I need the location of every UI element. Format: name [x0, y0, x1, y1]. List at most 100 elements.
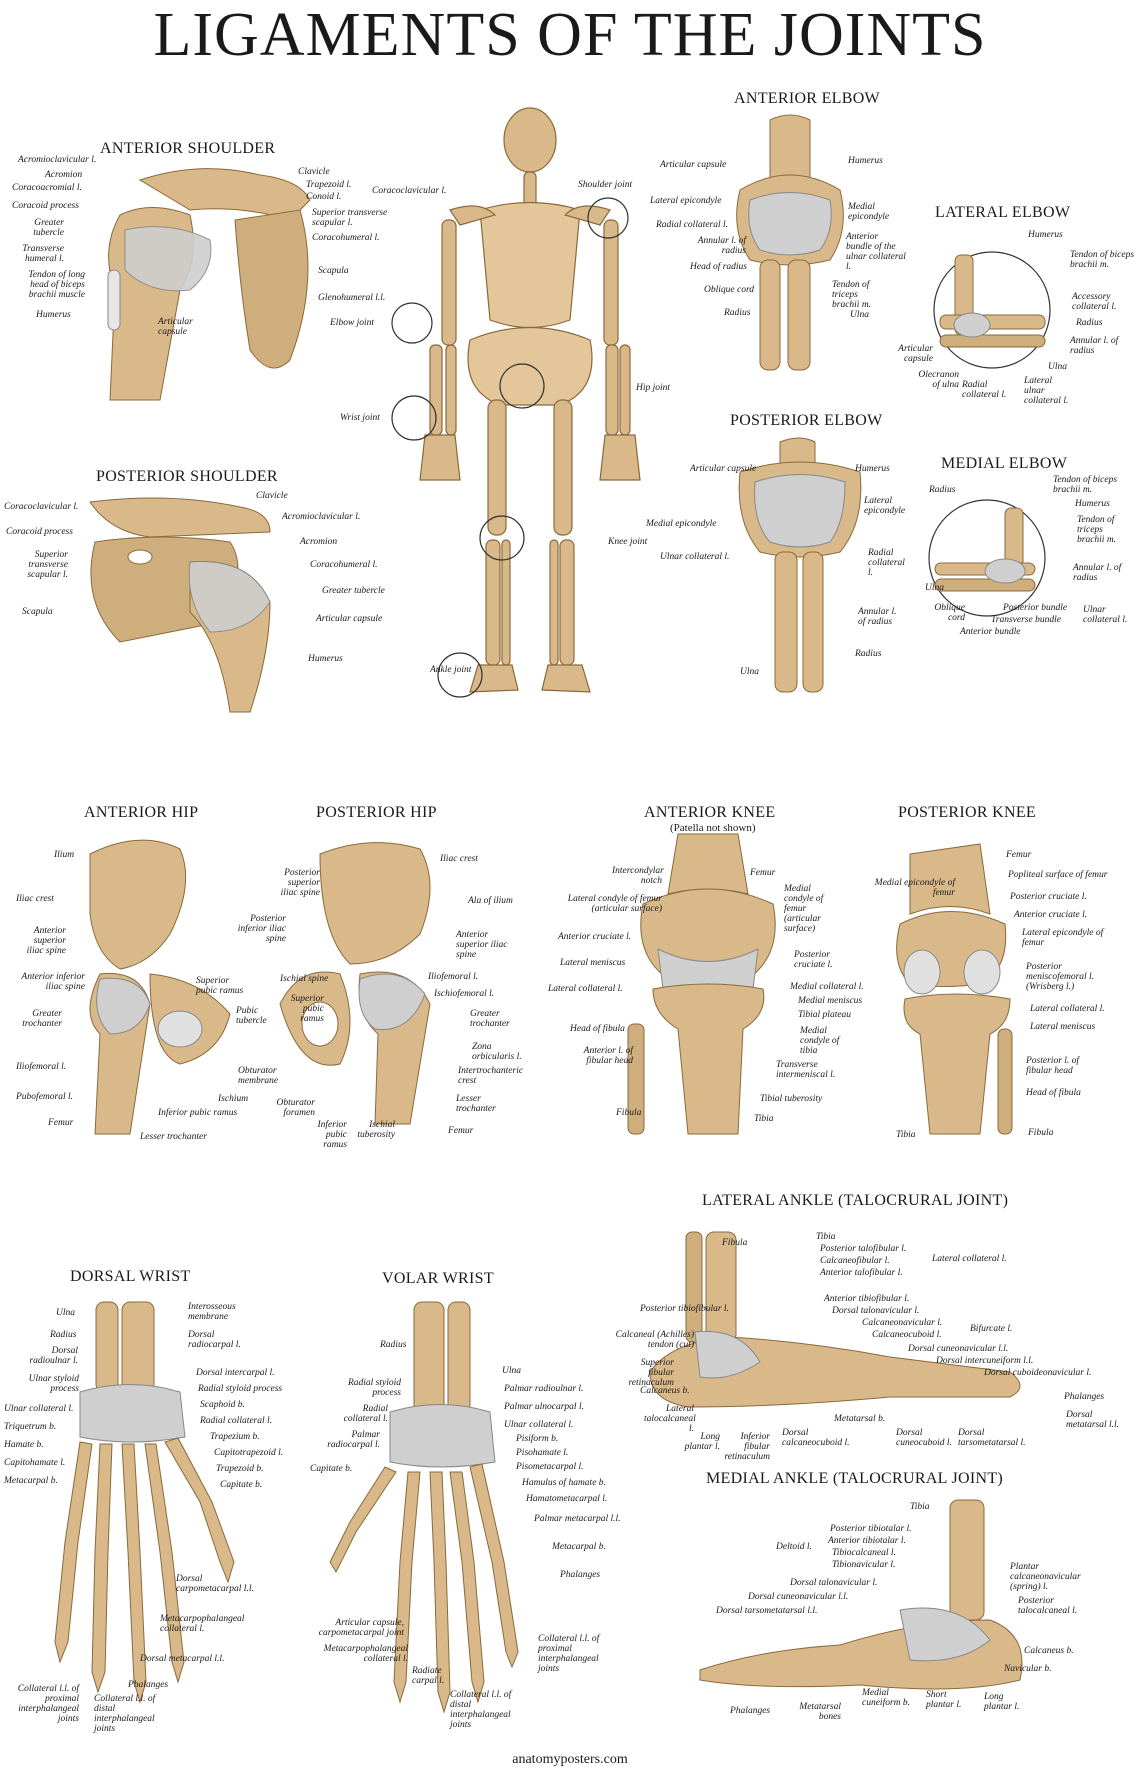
label: Tibionavicular l. [832, 1560, 896, 1570]
label: Dorsal intercuneiform l.l. [936, 1356, 1034, 1366]
label: Radial collateral l. [343, 1404, 388, 1424]
label: Ulnar collateral l. [1083, 605, 1128, 625]
label: Dorsal intercarpal l. [196, 1368, 275, 1378]
skeleton-illustration [391, 107, 641, 698]
label: Coracohumeral l. [310, 560, 378, 570]
label: Metacarpal b. [4, 1476, 58, 1486]
knee-illustration [627, 833, 776, 1135]
panel-title: POSTERIOR ELBOW [730, 412, 883, 429]
label: Bifurcate l. [970, 1324, 1013, 1334]
label: Acromioclavicular l. [18, 155, 97, 165]
label: Dorsal radioulnar l. [29, 1346, 78, 1366]
label: Ulna [740, 667, 759, 677]
label: Posterior talofibular l. [820, 1244, 907, 1254]
label: Superior transverse scapular l. [27, 550, 68, 580]
label: Clavicle [298, 167, 330, 177]
label: Coracoclavicular l. [372, 186, 447, 196]
label: Plantar calcaneonavicular (spring) l. [1010, 1562, 1081, 1592]
label: Radiate carpal l. [412, 1666, 445, 1686]
label: Greater tubercle [322, 586, 385, 596]
label: Ulnar collateral l. [504, 1420, 574, 1430]
label: Popliteal surface of femur [1008, 870, 1108, 880]
label: Tibia [754, 1114, 774, 1124]
label: Zona orbicularis l. [472, 1042, 522, 1062]
label: Phalanges [730, 1706, 771, 1716]
hip-illustration [279, 842, 431, 1125]
label: Lateral collateral l. [548, 984, 623, 994]
label: Anterior inferior iliac spine [21, 972, 85, 992]
label: Metatarsal b. [834, 1414, 886, 1424]
hip-illustration [89, 839, 231, 1135]
label: Pisometacarpal l. [516, 1462, 584, 1472]
label: Anterior superior iliac spine [26, 926, 66, 956]
label: Humerus [308, 654, 343, 664]
label: Ala of ilium [468, 896, 513, 906]
label: Ilium [54, 850, 75, 860]
label: Fibula [616, 1108, 642, 1118]
label: Pisohamate l. [516, 1448, 569, 1458]
label: Acromioclavicular l. [282, 512, 361, 522]
label: Posterior inferior iliac spine [237, 914, 286, 944]
label: Posterior superior iliac spine [280, 868, 320, 898]
panel-medial-elbow: MEDIAL ELBOW Radius Tendon of biceps bra… [905, 453, 1140, 673]
panel-title: ANTERIOR KNEE [644, 804, 776, 821]
label: Calcaneonavicular l. [862, 1318, 943, 1328]
label: Femur [750, 868, 776, 878]
label: Posterior talocalcaneal l. [1018, 1596, 1078, 1616]
label: Anterior l. of fibular head [583, 1046, 633, 1066]
label: Anterior cruciate l. [558, 932, 632, 942]
label: Iliofemoral l. [16, 1062, 67, 1072]
label: Trapezoid b. [216, 1464, 264, 1474]
label: Interosseous membrane [188, 1302, 236, 1322]
label: Ischial tuberosity [357, 1120, 395, 1140]
label: Obturator foramen [276, 1098, 315, 1118]
panel-title: ANTERIOR ELBOW [734, 90, 880, 107]
label: Coracoclavicular l. [4, 502, 79, 512]
label: Articular capsule, carpometacarpal joint [318, 1618, 404, 1638]
label: Head of radius [690, 262, 747, 272]
label: Pisiform b. [516, 1434, 559, 1444]
label: Medial condyle of tibia [800, 1026, 840, 1056]
wrist-illustration [54, 1301, 235, 1704]
label: Intercondylar notch [612, 866, 664, 886]
label: Dorsal cuboideonavicular l. [984, 1368, 1092, 1378]
label: Palmar metacarpal l.l. [534, 1514, 621, 1524]
label: Humerus [1028, 230, 1063, 240]
label: Hip joint [636, 383, 671, 393]
label: Radius [724, 308, 751, 318]
label: Radial collateral l. [962, 380, 1007, 400]
label: Wrist joint [340, 413, 380, 423]
label: Humerus [1075, 499, 1110, 509]
label: Shoulder joint [578, 180, 633, 190]
elbow-illustration [933, 251, 1051, 369]
label: Phalanges [1064, 1392, 1105, 1402]
label: Hamatometacarpal l. [526, 1494, 608, 1504]
label: Pubofemoral l. [16, 1092, 73, 1102]
shoulder-illustration [107, 168, 311, 401]
label: Ulnar collateral l. [4, 1404, 74, 1414]
label: Hamulus of hamate b. [522, 1478, 606, 1488]
label: Radius [929, 485, 956, 495]
label: Ischium [218, 1094, 249, 1104]
label: Coracoid process [12, 201, 79, 211]
label: Head of fibula [570, 1024, 625, 1034]
label: Dorsal calcaneocuboid l. [782, 1428, 850, 1448]
label: Superior pubic ramus [196, 976, 244, 996]
label: Radius [380, 1340, 407, 1350]
panel-title: LATERAL ELBOW [935, 204, 1071, 221]
label: Oblique cord [704, 285, 755, 295]
label: Acromion [45, 170, 83, 180]
label: Dorsal talonavicular l. [790, 1578, 878, 1588]
label: Dorsal cuneonavicular l.l. [908, 1344, 1009, 1354]
label: Medial condyle of femur (articular surfa… [784, 884, 824, 934]
label: Dorsal cuneonavicular l.l. [748, 1592, 849, 1602]
label: Metatarsal bones [799, 1702, 841, 1722]
label: Medial epicondyle [646, 519, 717, 529]
label: Collateral l.l. of distal interphalangea… [450, 1690, 512, 1730]
label: Femur [48, 1118, 74, 1128]
label: Triquetrum b. [4, 1422, 57, 1432]
label: Dorsal tarsometatarsal l.l. [716, 1606, 818, 1616]
label: Ulna [56, 1308, 75, 1318]
panel-posterior-hip: POSTERIOR HIP Posterior superior iliac s… [238, 804, 560, 1164]
label: Calcaneal (Achilles) tendon (cut) [615, 1330, 694, 1350]
